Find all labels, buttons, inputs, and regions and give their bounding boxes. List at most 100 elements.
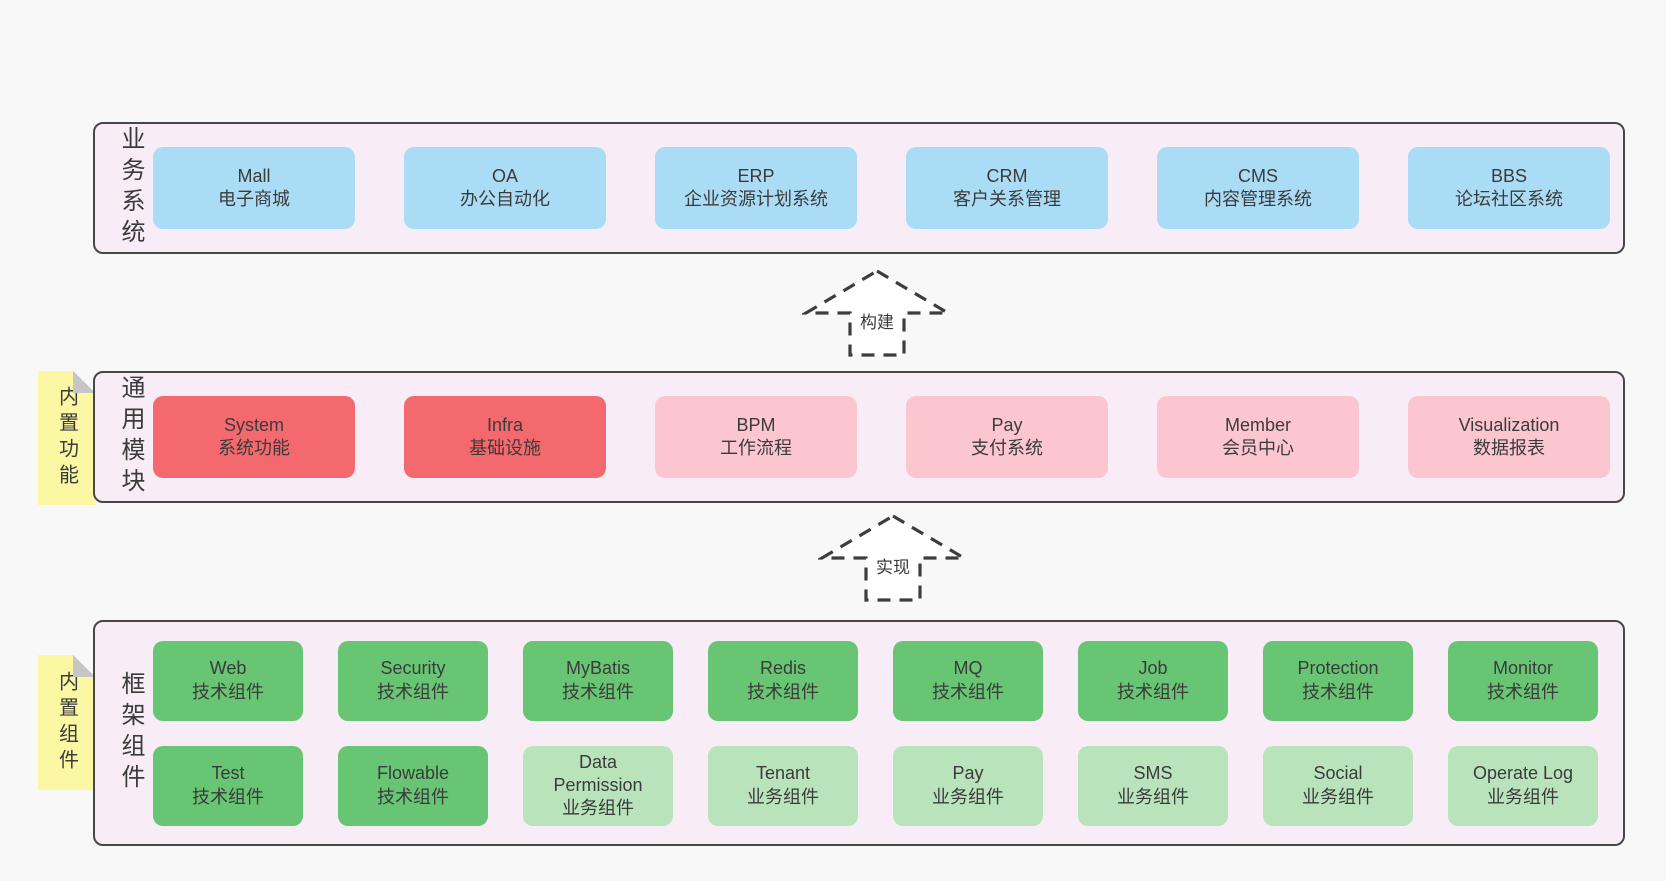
box-subtitle: 会员中心 [1222, 438, 1294, 458]
arrow-implement: 实现 [818, 513, 968, 603]
sticky-note-label: 内置组件 [55, 670, 78, 775]
sticky-note-label: 内置功能 [55, 386, 78, 490]
box-title: Data Permission [553, 751, 643, 795]
box-subtitle: 技术组件 [1117, 681, 1189, 702]
box-pay-component: Pay 业务组件 [893, 745, 1043, 826]
box-subtitle: 业务组件 [562, 798, 634, 819]
biz-components-row: Test 技术组件 Flowable 技术组件 Data Permission … [153, 745, 1598, 826]
box-title: BBS [1490, 165, 1528, 186]
sticky-note-built-in-features: 内置功能 [38, 371, 95, 505]
box-social: Social 业务组件 [1263, 745, 1413, 826]
box-member: Member 会员中心 [1157, 396, 1359, 478]
box-subtitle: 电子商城 [218, 189, 290, 209]
box-monitor: Monitor 技术组件 [1448, 640, 1598, 721]
box-job: Job 技术组件 [1078, 640, 1228, 721]
box-subtitle: 内容管理系统 [1204, 189, 1312, 209]
box-title: Tenant [755, 763, 811, 784]
box-subtitle: 技术组件 [932, 681, 1004, 702]
box-title: Web [209, 658, 247, 679]
box-mall: Mall 电子商城 [153, 147, 355, 229]
box-security: Security 技术组件 [338, 640, 488, 721]
box-title: Security [380, 658, 446, 679]
box-mybatis: MyBatis 技术组件 [523, 640, 673, 721]
box-bbs: BBS 论坛社区系统 [1408, 147, 1610, 229]
box-title: Redis [759, 658, 807, 679]
box-sms: SMS 业务组件 [1078, 745, 1228, 826]
box-title: Visualization [1458, 414, 1560, 435]
box-subtitle: 技术组件 [192, 786, 264, 807]
box-web: Web 技术组件 [153, 640, 303, 721]
box-title: Pay [952, 763, 984, 784]
common-modules-row: System 系统功能 Infra 基础设施 BPM 工作流程 Pay 支付系统… [153, 396, 1610, 478]
box-subtitle: 业务组件 [747, 786, 819, 807]
layer-label-common-modules: 通用模块 [117, 375, 144, 499]
box-subtitle: 技术组件 [1302, 681, 1374, 702]
layer-label-business-systems: 业务系统 [117, 126, 144, 250]
box-subtitle: 系统功能 [218, 438, 290, 458]
framework-components-grid: Web 技术组件 Security 技术组件 MyBatis 技术组件 Redi… [153, 640, 1598, 826]
box-subtitle: 技术组件 [377, 786, 449, 807]
box-title: ERP [737, 165, 775, 186]
box-mq: MQ 技术组件 [893, 640, 1043, 721]
box-bpm: BPM 工作流程 [655, 396, 857, 478]
box-subtitle: 技术组件 [377, 681, 449, 702]
box-title: MyBatis [565, 658, 630, 679]
layer-label-framework-components: 框架组件 [117, 671, 144, 795]
box-subtitle: 基础设施 [469, 438, 541, 458]
box-title: BPM [736, 414, 776, 435]
box-subtitle: 业务组件 [1487, 786, 1559, 807]
box-tenant: Tenant 业务组件 [708, 745, 858, 826]
box-title: Pay [991, 414, 1023, 435]
box-data-permission: Data Permission 业务组件 [523, 745, 673, 826]
box-title: CRM [986, 165, 1028, 186]
box-oa: OA 办公自动化 [404, 147, 606, 229]
business-systems-row: Mall 电子商城 OA 办公自动化 ERP 企业资源计划系统 CRM 客户关系… [153, 147, 1610, 229]
box-title: Member [1224, 414, 1291, 435]
box-system: System 系统功能 [153, 396, 355, 478]
box-subtitle: 支付系统 [971, 438, 1043, 458]
box-subtitle: 业务组件 [1302, 786, 1374, 807]
arrow-build-label: 构建 [858, 308, 896, 333]
box-redis: Redis 技术组件 [708, 640, 858, 721]
box-subtitle: 客户关系管理 [953, 189, 1061, 209]
box-title: Mall [237, 165, 271, 186]
layer-business-systems: 业务系统 Mall 电子商城 OA 办公自动化 ERP 企业资源计划系统 CRM… [93, 122, 1625, 254]
box-subtitle: 论坛社区系统 [1455, 189, 1563, 209]
box-title: OA [491, 165, 518, 186]
box-subtitle: 企业资源计划系统 [684, 189, 828, 209]
arrow-implement-label: 实现 [874, 553, 912, 578]
box-title: Infra [486, 414, 524, 435]
box-crm: CRM 客户关系管理 [906, 147, 1108, 229]
box-infra: Infra 基础设施 [404, 396, 606, 478]
box-title: Social [1313, 763, 1363, 784]
sticky-note-built-in-components: 内置组件 [38, 655, 95, 790]
folded-corner-icon [73, 371, 95, 393]
box-subtitle: 数据报表 [1473, 438, 1545, 458]
box-title: Monitor [1492, 658, 1554, 679]
box-subtitle: 技术组件 [1487, 681, 1559, 702]
box-subtitle: 技术组件 [192, 681, 264, 702]
box-subtitle: 业务组件 [932, 786, 1004, 807]
box-title: Flowable [376, 763, 450, 784]
box-title: Test [211, 763, 245, 784]
box-title: SMS [1133, 763, 1173, 784]
box-title: CMS [1238, 165, 1278, 186]
box-title: Operate Log [1472, 763, 1574, 784]
box-title: System [223, 414, 284, 435]
box-title: Protection [1297, 658, 1379, 679]
box-subtitle: 技术组件 [562, 681, 634, 702]
box-operate-log: Operate Log 业务组件 [1448, 745, 1598, 826]
box-subtitle: 办公自动化 [460, 189, 550, 209]
box-title: Job [1138, 658, 1168, 679]
arrow-build: 构建 [802, 268, 952, 358]
box-flowable: Flowable 技术组件 [338, 745, 488, 826]
layer-framework-components: 框架组件 Web 技术组件 Security 技术组件 MyBatis 技术组件… [93, 620, 1625, 846]
box-test: Test 技术组件 [153, 745, 303, 826]
box-subtitle: 技术组件 [747, 681, 819, 702]
box-cms: CMS 内容管理系统 [1157, 147, 1359, 229]
box-erp: ERP 企业资源计划系统 [655, 147, 857, 229]
box-title: MQ [953, 658, 983, 679]
layer-common-modules: 通用模块 System 系统功能 Infra 基础设施 BPM 工作流程 Pay… [93, 371, 1625, 503]
box-visualization: Visualization 数据报表 [1408, 396, 1610, 478]
